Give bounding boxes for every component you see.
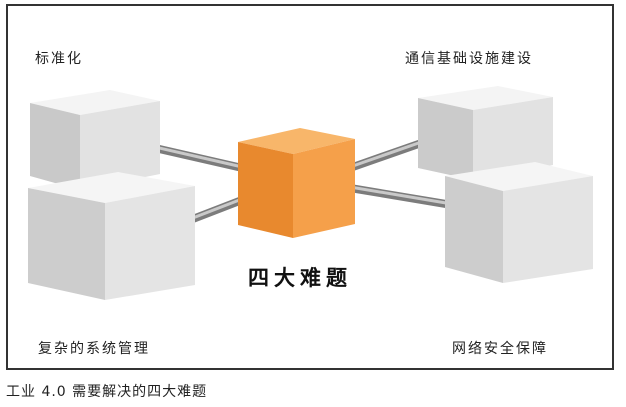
- node-label-bottom-right: 网络安全保障: [452, 341, 548, 357]
- center-label: 四大难题: [248, 266, 352, 290]
- cube-center: [238, 128, 355, 238]
- node-label-bottom-left: 复杂的系统管理: [38, 341, 150, 357]
- cube-bottom-right: [445, 162, 593, 283]
- node-label-top-right: 通信基础设施建设: [405, 51, 533, 67]
- cube-top-right: [418, 86, 553, 180]
- connector-top-right: [346, 136, 434, 172]
- node-label-top-left: 标准化: [35, 51, 83, 67]
- figure-caption: 工业 4.0 需要解决的四大难题: [6, 384, 208, 400]
- cube-top-left: [30, 90, 160, 190]
- cube-bottom-left: [28, 172, 195, 300]
- connector-bottom-right: [346, 184, 456, 209]
